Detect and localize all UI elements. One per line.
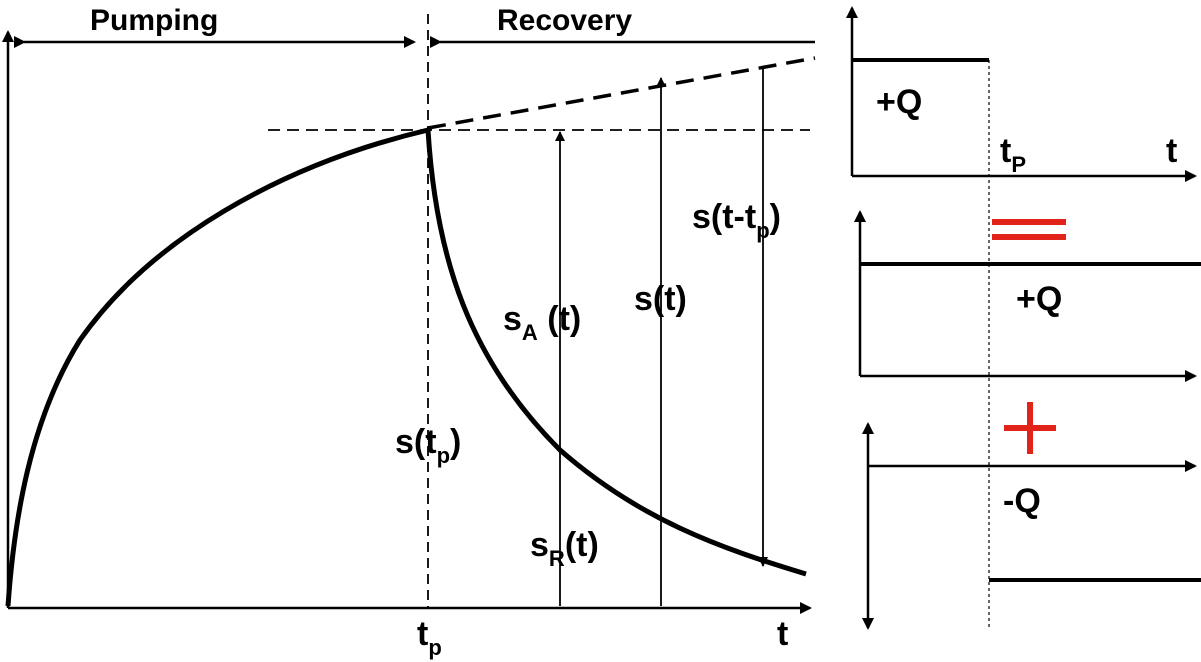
- equals-operator: [992, 219, 1066, 240]
- pumping-drawdown-curve: [5, 127, 429, 607]
- s-t-minus-tp-label: s(t-tp): [692, 198, 781, 243]
- recovery-drawdown-curve: [425, 129, 807, 577]
- s-t-label: s(t): [634, 280, 687, 318]
- panel1-tp-label: tP: [1000, 132, 1026, 177]
- main-plot: Pumping Recovery tp t s(tp) sA (t) s(t) …: [1, 4, 816, 660]
- sA-label: sA (t): [503, 300, 581, 345]
- s-tp-label: s(tp): [395, 423, 461, 468]
- rate-panel-continued: +Q: [854, 210, 1201, 382]
- rate-panel-pumping: +Q tP t: [846, 6, 1197, 182]
- extrapolated-drawdown-curve: [427, 56, 816, 130]
- panel2-rate-label: +Q: [1016, 280, 1062, 318]
- panel1-rate-label: +Q: [876, 83, 922, 121]
- panel1-t-label: t: [1166, 132, 1177, 170]
- rate-panel-image-well: -Q: [862, 422, 1201, 630]
- pumping-header: Pumping: [90, 4, 218, 37]
- recovery-header: Recovery: [497, 4, 632, 37]
- tp-axis-label: tp: [417, 615, 442, 660]
- main-x-axis-label: t: [777, 615, 788, 653]
- sR-label: sR(t): [530, 526, 599, 571]
- plus-operator: [1004, 402, 1056, 454]
- panel3-rate-label: -Q: [1003, 482, 1041, 520]
